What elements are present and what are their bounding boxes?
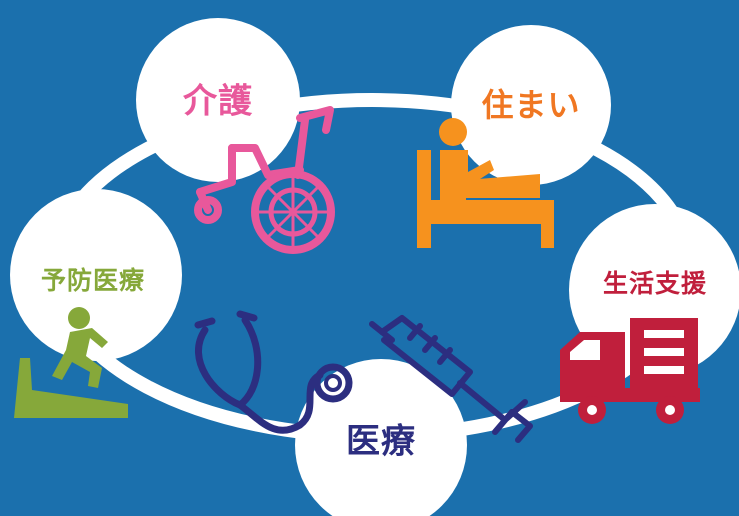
delivery-truck-icon bbox=[560, 318, 700, 424]
label-iryou: 医療 bbox=[346, 421, 416, 462]
wheelchair-icon bbox=[194, 106, 335, 254]
circle-kaigo bbox=[136, 18, 300, 182]
bed-person-icon bbox=[417, 118, 554, 248]
circle-yobou bbox=[10, 189, 182, 361]
label-seikatsu-shien: 生活支援 bbox=[602, 269, 708, 298]
treadmill-icon bbox=[14, 307, 128, 418]
label-yobou-iryou: 予防医療 bbox=[40, 266, 146, 295]
circle-sumai bbox=[451, 25, 611, 185]
label-kaigo: 介護 bbox=[183, 81, 253, 122]
syringe-icon bbox=[369, 315, 533, 443]
label-sumai: 住まい bbox=[481, 86, 581, 124]
stethoscope-icon bbox=[194, 310, 353, 434]
